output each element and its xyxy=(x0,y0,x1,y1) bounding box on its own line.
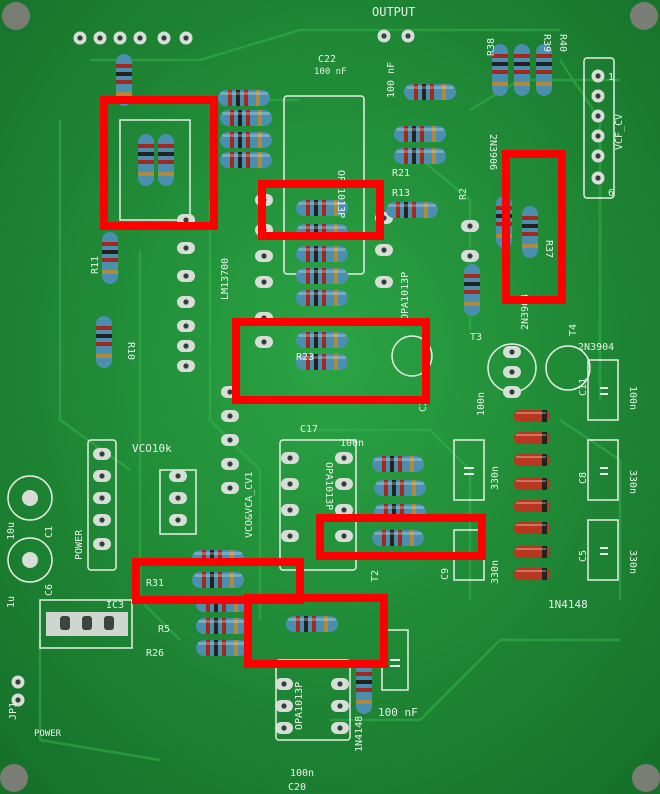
label-diode-1n4148-b: 1N4148 xyxy=(354,716,365,752)
highlight-box xyxy=(244,594,388,668)
label-ic-lm13700: LM13700 xyxy=(220,258,231,300)
label-cap-100n-d: 100n xyxy=(290,768,314,779)
label-c1: C1 xyxy=(44,526,55,538)
label-r37: R37 xyxy=(543,240,554,258)
label-vco-vca-cv1: VCO&VCA_CV1 xyxy=(244,472,255,538)
label-cap-100n-c: 100n xyxy=(340,438,364,449)
label-ic3: OPA1013P xyxy=(400,272,411,320)
label-q-2n3904-a: 2N3904 xyxy=(578,342,614,353)
label-t4: T4 xyxy=(568,324,579,336)
label-power-bottom: POWER xyxy=(34,729,62,739)
label-r26: R26 xyxy=(146,648,164,659)
label-r2: R2 xyxy=(458,188,469,200)
mounting-hole xyxy=(2,2,30,30)
mounting-hole xyxy=(630,2,658,30)
label-cap-330n-a: 330n xyxy=(490,466,501,490)
vco-trim-pads xyxy=(169,470,187,526)
label-r23: R23 xyxy=(296,352,314,363)
label-cap-330n-c: 330n xyxy=(627,470,638,494)
label-r11: R11 xyxy=(90,256,101,274)
label-c11: C11 xyxy=(578,378,589,396)
label-pin1: 1 xyxy=(608,72,614,83)
label-t2: T2 xyxy=(370,570,381,582)
label-r39: R39 xyxy=(541,34,552,52)
label-r10: R10 xyxy=(125,342,136,360)
highlight-box xyxy=(316,514,486,560)
label-jp1: JP1 xyxy=(8,702,19,720)
label-r38: R38 xyxy=(486,38,497,56)
label-r21: R21 xyxy=(392,168,410,179)
label-ic5: OPA1013P xyxy=(294,682,305,730)
label-cap-330n-b: 330n xyxy=(490,560,501,584)
label-power: POWER xyxy=(74,529,85,560)
label-c9: C9 xyxy=(440,568,451,580)
label-cap-330n-d: 330n xyxy=(627,550,638,574)
label-cap-1u: 1u xyxy=(6,596,17,608)
label-t3: T3 xyxy=(470,332,482,343)
label-vcf-cv: VCF_CV xyxy=(614,114,625,150)
label-ic4: OPA1013P xyxy=(323,462,334,510)
label-r31: R31 xyxy=(146,578,164,589)
electrolytic-caps xyxy=(22,490,38,568)
label-cap-100n-b: 100n xyxy=(476,392,487,416)
label-cap-100nf-a: 100 nF xyxy=(378,706,418,719)
label-c5: C5 xyxy=(578,550,589,562)
highlight-box xyxy=(258,180,384,240)
copper-traces xyxy=(38,28,622,762)
highlight-boxes xyxy=(100,96,566,668)
highlight-box xyxy=(232,318,430,404)
label-r13: R13 xyxy=(392,188,410,199)
label-c8: C8 xyxy=(578,472,589,484)
highlight-box xyxy=(132,558,304,604)
label-vco10k: VCO10k xyxy=(132,442,172,455)
label-ic-reg: IC3 xyxy=(106,600,124,611)
label-output: OUTPUT xyxy=(372,5,415,19)
label-pin6: 6 xyxy=(608,188,614,199)
label-c6: C6 xyxy=(44,584,55,596)
label-c17: C17 xyxy=(300,424,318,435)
highlight-box xyxy=(502,150,566,304)
label-c22-val: 100 nF xyxy=(314,67,347,77)
label-c2: C2 xyxy=(418,400,429,412)
label-cap-100nf-b: 100 nF xyxy=(386,62,397,98)
highlight-box xyxy=(100,96,218,230)
regulator-ic3 xyxy=(46,612,128,636)
mounting-hole xyxy=(632,764,660,792)
ceramic-caps xyxy=(390,387,608,667)
silkscreen xyxy=(7,57,619,741)
label-q-2n3906: 2N3906 xyxy=(487,134,498,170)
label-diode-1n4148: 1N4148 xyxy=(548,598,588,611)
label-c22: C22 xyxy=(318,54,336,65)
mounting-hole xyxy=(0,764,28,792)
label-c20: C20 xyxy=(288,782,306,793)
label-q-2n3904-b: 2N3904 xyxy=(520,294,531,330)
label-r5: R5 xyxy=(158,624,170,635)
label-ic2: OPA1013P xyxy=(335,170,346,218)
label-r40: R40 xyxy=(557,34,568,52)
label-cap-10u: 10u xyxy=(6,522,17,540)
label-cap-100n-a: 100n xyxy=(627,386,638,410)
